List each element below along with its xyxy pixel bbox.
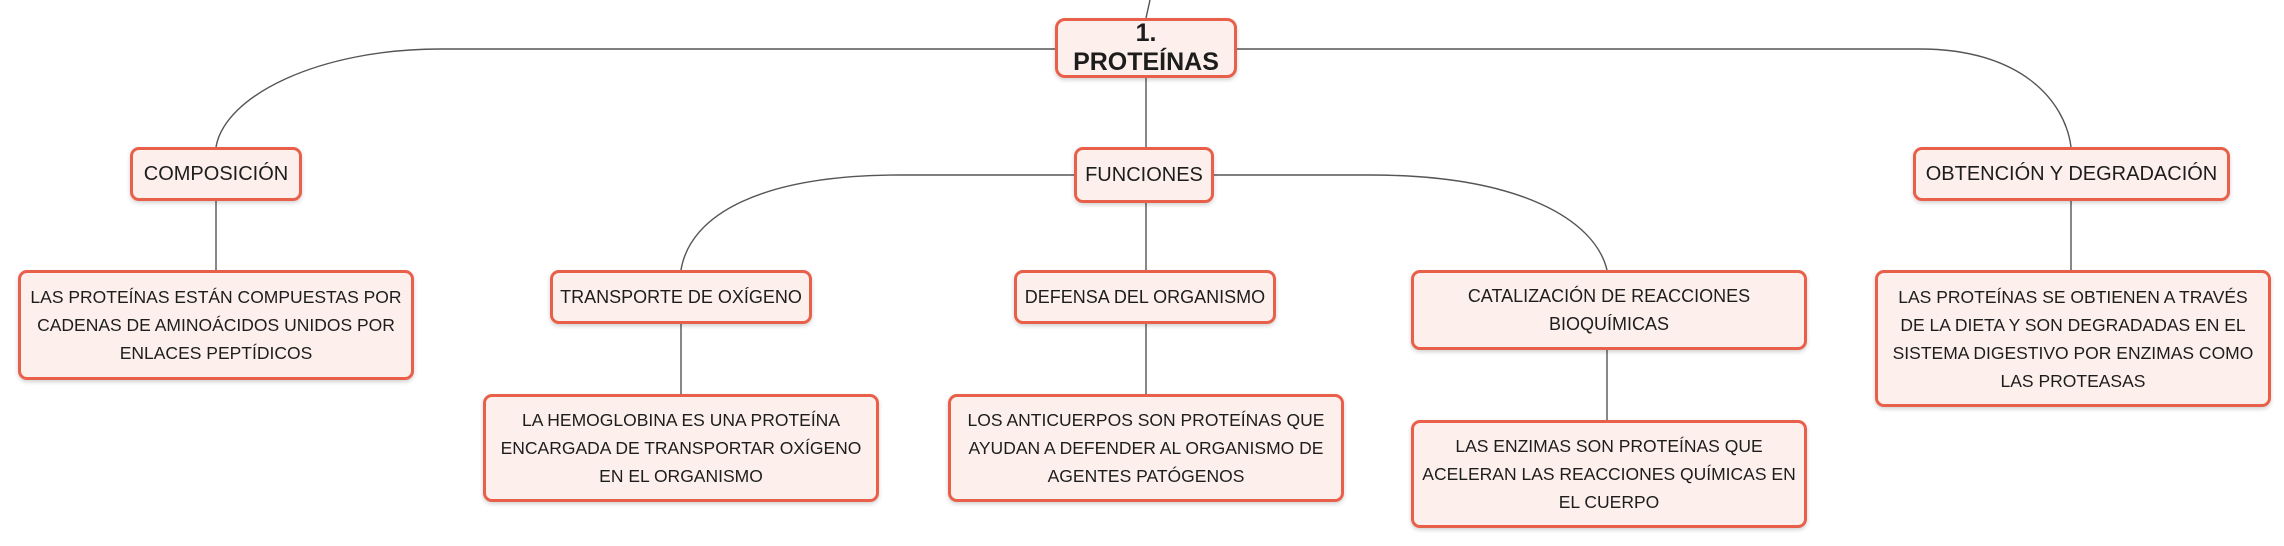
topic-obtencion-degradacion[interactable]: OBTENCIÓN Y DEGRADACIÓN [1913, 147, 2230, 201]
topic-funciones-label: FUNCIONES [1085, 163, 1203, 186]
subtopic-catalizacion-label: CATALIZACIÓN DE REACCIONES BIOQUÍMICAS [1467, 286, 1751, 334]
subtopic-catalizacion-reacciones[interactable]: CATALIZACIÓN DE REACCIONES BIOQUÍMICAS [1411, 270, 1807, 350]
topic-funciones[interactable]: FUNCIONES [1074, 147, 1214, 203]
connector-root-obtencion [1237, 48, 2072, 148]
connector-funciones-catalizacion [1214, 174, 1608, 271]
detail-catalizacion-text: LAS ENZIMAS SON PROTEÍNAS QUE ACELERAN L… [1422, 436, 1796, 512]
topic-composicion[interactable]: COMPOSICIÓN [130, 147, 302, 201]
detail-catalizacion-reacciones[interactable]: LAS ENZIMAS SON PROTEÍNAS QUE ACELERAN L… [1411, 420, 1807, 528]
detail-composicion-text: LAS PROTEÍNAS ESTÁN COMPUESTAS POR CADEN… [30, 287, 402, 363]
connector-root-top [1145, 0, 1151, 19]
detail-defensa-text: LOS ANTICUERPOS SON PROTEÍNAS QUE AYUDAN… [967, 410, 1325, 486]
topic-composicion-label: COMPOSICIÓN [143, 162, 289, 185]
detail-obtencion[interactable]: LAS PROTEÍNAS SE OBTIENEN A TRAVÉS DE LA… [1875, 270, 2271, 407]
root-node[interactable]: 1. PROTEÍNAS [1055, 18, 1237, 78]
subtopic-transporte-oxigeno[interactable]: TRANSPORTE DE OXÍGENO [550, 270, 812, 324]
topic-obtencion-label: OBTENCIÓN Y DEGRADACIÓN [1925, 162, 2218, 185]
connector-root-composicion [215, 48, 1055, 148]
detail-defensa-organismo[interactable]: LOS ANTICUERPOS SON PROTEÍNAS QUE AYUDAN… [948, 394, 1344, 502]
subtopic-defensa-organismo[interactable]: DEFENSA DEL ORGANISMO [1014, 270, 1276, 324]
connector-funciones-transporte [680, 174, 1074, 271]
detail-composicion[interactable]: LAS PROTEÍNAS ESTÁN COMPUESTAS POR CADEN… [18, 270, 414, 380]
subtopic-transporte-label: TRANSPORTE DE OXÍGENO [560, 286, 802, 307]
detail-transporte-text: LA HEMOGLOBINA ES UNA PROTEÍNA ENCARGADA… [500, 410, 862, 486]
detail-transporte-oxigeno[interactable]: LA HEMOGLOBINA ES UNA PROTEÍNA ENCARGADA… [483, 394, 879, 502]
root-node-label: 1. PROTEÍNAS [1073, 19, 1219, 76]
subtopic-defensa-label: DEFENSA DEL ORGANISMO [1024, 286, 1266, 307]
detail-obtencion-text: LAS PROTEÍNAS SE OBTIENEN A TRAVÉS DE LA… [1892, 286, 2254, 391]
